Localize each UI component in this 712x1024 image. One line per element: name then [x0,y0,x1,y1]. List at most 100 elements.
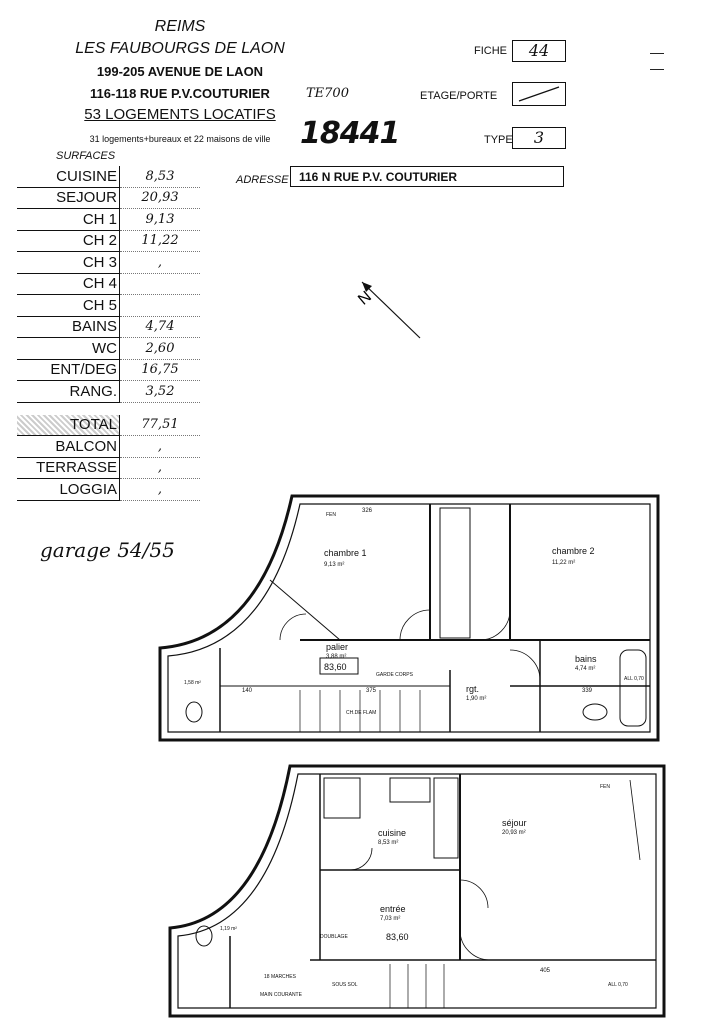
total-row: BALCON, [17,435,200,458]
adresse-value: 116 N RUE P.V. COUTURIER [290,166,564,187]
surface-label: CUISINE [17,166,120,188]
surface-label: WC [17,337,120,360]
surface-label: CH 3 [17,251,120,274]
lower-room-entree-area: 7,03 m² [380,916,400,922]
surface-value: , [119,478,200,501]
upper-note-326: 326 [362,508,373,514]
upper-note-flam: CH.DE FLAM [346,710,376,716]
city-title: REIMS [154,18,206,35]
total-row: LOGGIA, [17,478,200,501]
surface-value: 8,53 [119,166,200,188]
handwritten-ref-small: TE700 [306,86,349,101]
surface-value: 3,52 [119,380,200,403]
etage-box [512,82,566,106]
upper-note-375: 375 [366,688,377,694]
lower-note-marches: 18 MARCHES [264,974,297,980]
garage-note: garage 54/55 [40,538,175,562]
lower-note-main-courante: MAIN COURANTE [260,992,303,998]
upper-room-palier: palier [326,642,348,652]
surface-row: CH 4 [17,273,200,295]
total-row: TERRASSE, [17,457,200,479]
address-line-1: 199-205 AVENUE DE LAON [96,64,264,79]
surface-label: CH 5 [17,294,120,317]
lower-note-wc-area: 1,19 m² [220,926,237,932]
surface-label: CH 1 [17,208,120,231]
gap-cell [120,402,201,415]
surfaces-title: SURFACES [56,150,116,162]
fiche-label: FICHE [474,45,507,57]
etage-slash-icon [518,86,560,102]
lower-room-entree: entrée [380,904,406,914]
surface-label: CH 4 [17,273,120,295]
surface-label: SEJOUR [17,187,120,209]
surface-label: RANG. [17,380,120,403]
upper-note-339: 339 [582,688,593,694]
upper-room-ch2: chambre 2 [552,546,595,556]
etage-label: ETAGE/PORTE [420,90,498,102]
quarter-title: LES FAUBOURGS DE LAON [75,40,285,57]
lower-note-doublage: DOUBLAGE [320,934,348,940]
lower-floor-plan: séjour 20,93 m² cuisine 8,53 m² entrée 7… [168,764,666,1018]
lower-level: 83,60 [386,932,409,942]
surface-label: BAINS [17,316,120,338]
type-value: 3 [512,127,566,149]
lower-room-sejour-area: 20,93 m² [502,830,526,836]
address-line-2: 116-118 RUE P.V.COUTURIER [90,86,270,101]
table-gap [17,402,200,415]
surface-value [119,273,200,295]
surface-row: RANG.3,52 [17,380,200,403]
dash-marks: — — [650,44,680,76]
upper-room-rgt: rgt. [466,684,479,694]
surface-value: 4,74 [119,316,200,338]
surface-value: 77,51 [119,414,200,436]
lower-room-sejour: séjour [502,818,527,828]
lower-note-fen: FEN [600,784,610,790]
units-count: 53 LOGEMENTS LOCATIFS [84,106,276,123]
upper-level: 83,60 [324,662,347,672]
surface-label: TERRASSE [17,457,120,479]
upper-room-ch2-area: 11,22 m² [552,560,575,566]
surface-label: CH 2 [17,230,120,252]
housing-mix: 31 logements+bureaux et 22 maisons de vi… [89,134,271,144]
surface-value: 11,22 [119,230,200,252]
upper-note-garde-corps: GARDE CORPS [376,672,414,678]
upper-floor-plan: chambre 1 9,13 m² chambre 2 11,22 m² pal… [158,494,660,742]
type-label: TYPE [484,134,513,146]
lower-note-405: 405 [540,968,551,974]
lower-room-cuisine: cuisine [378,828,406,838]
lower-note-all: ALL 0,70 [608,982,628,988]
surface-value: 20,93 [119,187,200,209]
surface-value: 9,13 [119,208,200,231]
surface-value: , [119,251,200,274]
surface-value: , [119,435,200,458]
surface-row: CH 3, [17,251,200,274]
surface-label: TOTAL [17,414,120,436]
surface-label: ENT/DEG [17,359,120,381]
upper-note-140: 140 [242,688,253,694]
surface-value: , [119,457,200,479]
fiche-value: 44 [512,40,566,62]
handwritten-ref-big: 18441 [300,116,400,151]
upper-room-palier-area: 3,88 m² [326,654,346,660]
surface-label: BALCON [17,435,120,458]
surface-value [119,294,200,317]
surface-value: 2,60 [119,337,200,360]
adresse-label: ADRESSE [236,174,289,186]
upper-room-ch1-area: 9,13 m² [324,562,344,568]
upper-note-all: ALL 0,70 [624,676,644,682]
surface-value: 16,75 [119,359,200,381]
upper-room-bains-area: 4,74 m² [575,666,595,672]
upper-room-rgt-area: 1,90 m² [466,696,486,702]
surface-label: LOGGIA [17,478,120,501]
north-arrow-icon: N [355,281,421,339]
upper-room-ch1: chambre 1 [324,548,367,558]
